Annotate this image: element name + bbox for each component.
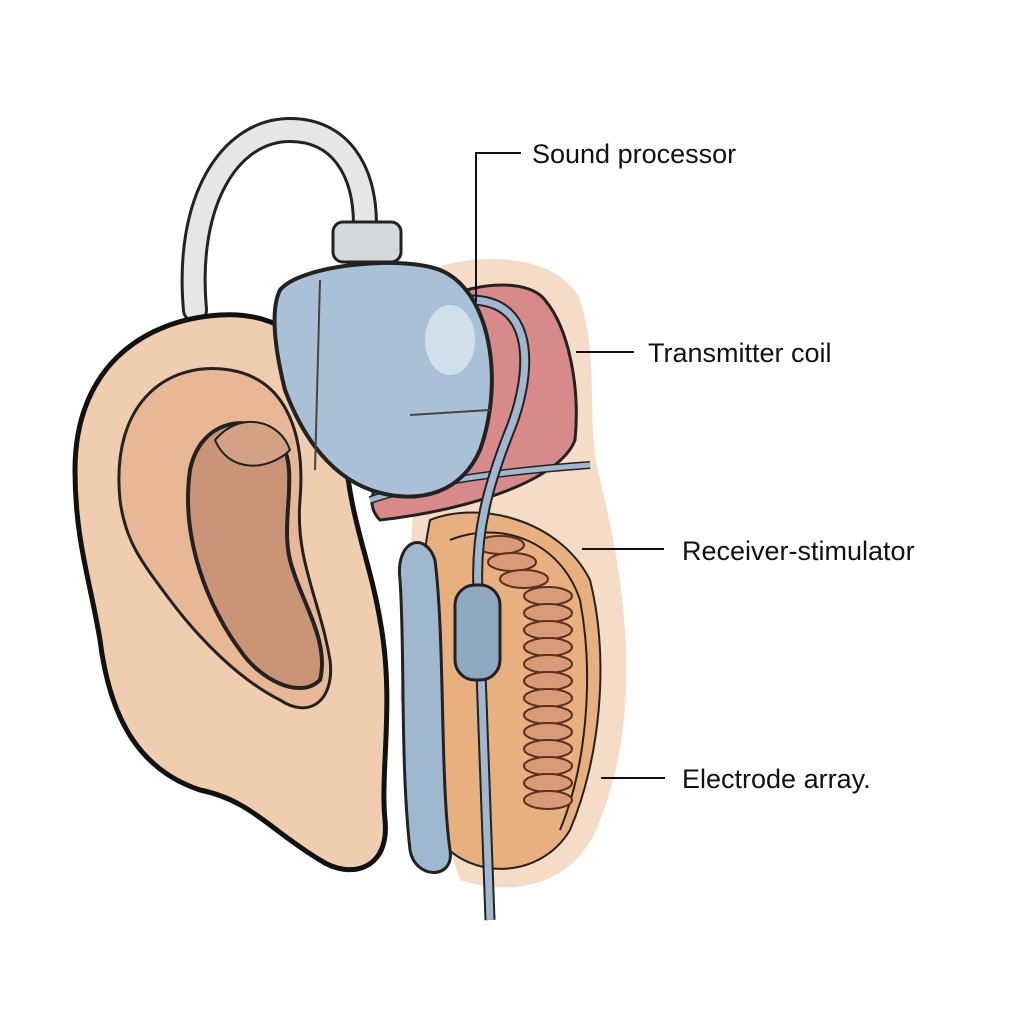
electrode-array <box>475 535 573 810</box>
electrode-ring <box>523 756 573 776</box>
processor-cap <box>331 220 403 264</box>
electrode-ring <box>523 739 573 759</box>
label-transmitter-coil: Transmitter coil <box>648 338 832 368</box>
electrode-ring <box>523 705 573 725</box>
electrode-ring <box>499 569 549 589</box>
label-sound-processor: Sound processor <box>532 139 737 169</box>
electrode-ring <box>523 637 573 657</box>
leader-sound-processor-h <box>475 152 521 154</box>
leader-electrode-array <box>601 777 665 779</box>
leader-sound-processor-v <box>475 152 477 302</box>
electrode-ring <box>487 552 537 572</box>
leader-transmitter-coil <box>576 351 634 353</box>
electrode-ring <box>523 586 573 606</box>
electrode-ring <box>523 654 573 674</box>
electrode-ring <box>523 790 573 810</box>
electrode-ring <box>523 722 573 742</box>
electrode-ring <box>523 620 573 640</box>
electrode-ring <box>523 773 573 793</box>
electrode-ring <box>523 671 573 691</box>
receiver-stimulator-capsule <box>453 583 502 682</box>
electrode-ring <box>523 603 573 623</box>
electrode-ring <box>523 688 573 708</box>
ear-canal-tube <box>397 541 452 874</box>
label-receiver-stimulator: Receiver-stimulator <box>682 536 915 566</box>
leader-receiver-stimulator <box>582 548 664 550</box>
label-electrode-array: Electrode array. <box>682 764 871 794</box>
